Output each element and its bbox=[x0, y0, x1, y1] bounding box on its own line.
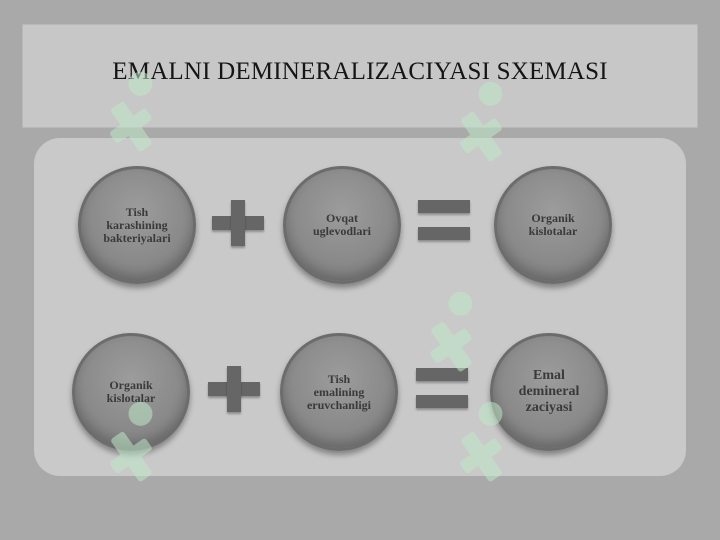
row2-term1-label: Organik kislotalar bbox=[106, 378, 156, 405]
row1-result-label: Organik kislotalar bbox=[528, 211, 578, 238]
row2-result-circle: Emal demineral zaciyasi bbox=[490, 333, 608, 451]
row2-term1-circle: Organik kislotalar bbox=[72, 333, 190, 451]
row1-term1-label: Tish karashining bakteriyalari bbox=[103, 204, 171, 245]
row1-term2-circle: Ovqat uglevodlari bbox=[283, 166, 401, 284]
row2-plus-icon bbox=[208, 366, 260, 412]
row1-term2-label: Ovqat uglevodlari bbox=[312, 211, 371, 238]
row2-equals-icon bbox=[416, 368, 468, 408]
row1-result-circle: Organik kislotalar bbox=[494, 166, 612, 284]
row1-term1-circle: Tish karashining bakteriyalari bbox=[78, 166, 196, 284]
slide-title: EMALNI DEMINERALIZACIYASI SXEMASI bbox=[112, 58, 608, 85]
row2-term2-label: Tish emalining eruvchanligi bbox=[306, 371, 371, 412]
row2-term2-circle: Tish emalining eruvchanligi bbox=[280, 333, 398, 451]
row1-equals-icon bbox=[418, 200, 470, 240]
row1-plus-icon bbox=[212, 200, 264, 246]
row2-result-label: Emal demineral zaciyasi bbox=[518, 368, 580, 415]
